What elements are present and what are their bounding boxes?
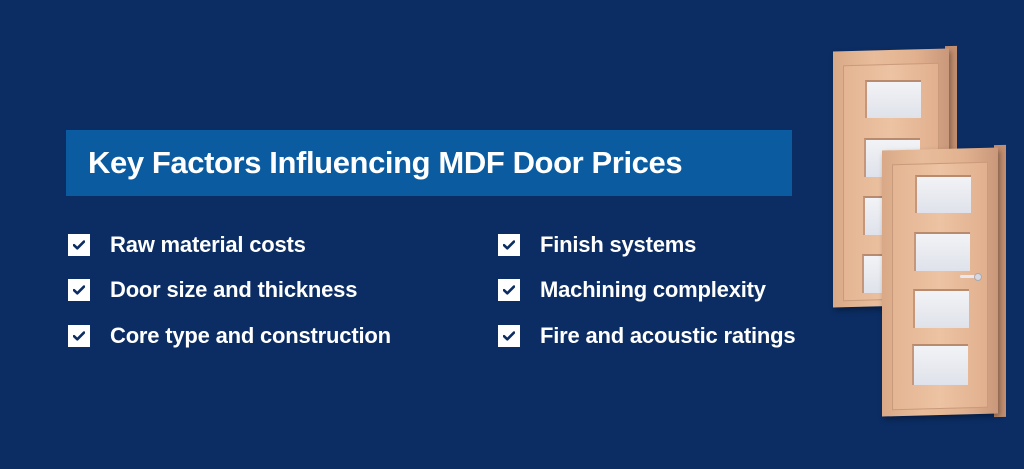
list-item: Machining complexity	[498, 268, 795, 314]
list-item-label: Machining complexity	[540, 277, 766, 303]
door-handle-icon	[960, 275, 978, 278]
glass-panel	[912, 344, 968, 385]
list-item: Door size and thickness	[68, 268, 391, 314]
glass-panel	[865, 80, 921, 118]
factors-list-left: Raw material costs Door size and thickne…	[68, 222, 391, 359]
glass-panel	[915, 175, 971, 213]
door-handle-rose	[974, 273, 982, 281]
checkbox-checked-icon	[68, 279, 90, 302]
page-title: Key Factors Influencing MDF Door Prices	[88, 145, 683, 180]
checkbox-checked-icon	[68, 233, 90, 256]
list-item: Finish systems	[498, 222, 795, 268]
list-item: Raw material costs	[68, 222, 391, 268]
checkbox-checked-icon	[498, 279, 520, 302]
list-item-label: Door size and thickness	[110, 277, 358, 303]
list-item: Fire and acoustic ratings	[498, 313, 796, 359]
list-item-label: Fire and acoustic ratings	[540, 322, 796, 348]
checkbox-checked-icon	[498, 324, 520, 347]
list-item: Core type and construction	[68, 313, 391, 359]
checkbox-checked-icon	[68, 324, 90, 347]
list-item-label: Core type and construction	[110, 322, 391, 348]
glass-panel	[913, 289, 969, 328]
checkbox-checked-icon	[498, 233, 520, 256]
title-bar: Key Factors Influencing MDF Door Prices	[66, 130, 792, 196]
door-illustration-front	[882, 143, 1006, 418]
list-item-label: Finish systems	[540, 231, 697, 257]
glass-panel	[914, 232, 970, 271]
factors-list-right: Finish systems Machining complexity Fire…	[498, 222, 796, 359]
list-item-label: Raw material costs	[110, 231, 306, 257]
